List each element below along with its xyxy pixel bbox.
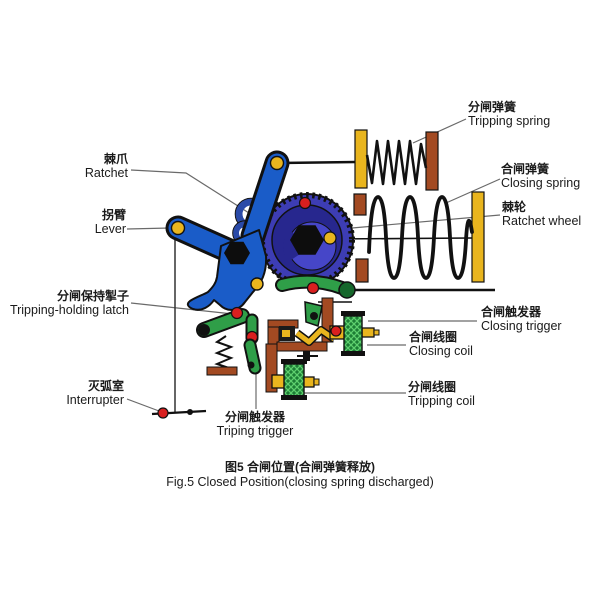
triping-trigger-pivot (247, 361, 255, 369)
label-closing-coil-zh: 合闸线圈 (409, 330, 458, 344)
figure-caption-en: Fig.5 Closed Position(closing spring dis… (166, 475, 434, 489)
label-ratchet: 棘爪 Ratchet (85, 152, 128, 181)
label-closing-trigger-en: Closing trigger (481, 319, 562, 334)
tripping-coil-frame-bar (265, 343, 278, 393)
label-tripping-spring-zh: 分闸弹簧 (468, 100, 517, 114)
label-ratchet-wheel-en: Ratchet wheel (502, 214, 582, 229)
contact-box-slit (282, 330, 290, 337)
leader-tripping-holding-latch (130, 302, 234, 315)
leader-interrupter (126, 398, 160, 412)
closing-spring-left-block-bottom (355, 258, 369, 283)
lever-hex-shaft (224, 241, 250, 265)
label-tripping-spring: 分闸弹簧 Tripping spring (468, 100, 550, 129)
tripping-coil-assembly (265, 343, 320, 400)
label-tripping-coil: 分闸线圈 Tripping coil (408, 380, 475, 409)
ratchet-wheel-gear (259, 192, 355, 288)
label-tripping-coil-zh: 分闸线圈 (408, 380, 457, 394)
label-closing-spring: 合闸弹簧 Closing spring (501, 162, 580, 191)
label-triping-trigger-en: Triping trigger (216, 424, 294, 439)
label-ratchet-wheel-zh: 棘轮 (502, 200, 527, 214)
link-roller (338, 281, 356, 299)
tripping-holding-latch-group (196, 306, 262, 376)
tripping-spring-coil (365, 139, 428, 186)
tripping-spring-left-block (354, 129, 368, 189)
label-ratchet-wheel: 棘轮 Ratchet wheel (502, 200, 581, 229)
label-tripping-holding-latch-en: Tripping-holding latch (9, 303, 129, 318)
closing-coil-winding (343, 315, 363, 353)
label-tripping-holding-latch-zh: 分闸保持掣子 (56, 289, 129, 303)
label-ratchet-en: Ratchet (84, 166, 128, 181)
label-closing-trigger-zh: 合闸触发器 (481, 305, 542, 319)
label-closing-trigger: 合闸触发器 Closing trigger (481, 305, 562, 334)
gear-bottom-link-arm (277, 276, 347, 293)
closing-coil-red-pin (330, 325, 342, 337)
lever-lower-pivot (250, 277, 264, 291)
closing-coil-flange-bottom (341, 351, 365, 356)
label-lever-zh: 拐臂 (101, 208, 126, 222)
closing-spring-right-block (471, 191, 485, 283)
label-interrupter: 灭弧室 Interrupter (66, 379, 124, 408)
figure-caption: 图5 合闸位置(合闸弹簧释放) Fig.5 Closed Position(cl… (0, 458, 600, 489)
tripping-coil-plunger-stub (303, 376, 315, 388)
closing-coil-plunger-tip (373, 329, 380, 336)
leader-ratchet (130, 169, 250, 214)
latch-return-spring (214, 335, 234, 369)
label-interrupter-zh: 灭弧室 (87, 379, 124, 393)
label-closing-coil: 合闸线圈 Closing coil (409, 330, 473, 359)
label-ratchet-zh: 棘爪 (103, 152, 128, 166)
closing-spring-assembly (353, 191, 485, 283)
label-tripping-spring-en: Tripping spring (468, 114, 551, 129)
interrupter-black-pin (187, 409, 193, 415)
lever-left-pivot (170, 220, 186, 236)
label-closing-spring-zh: 合闸弹簧 (501, 162, 550, 176)
label-closing-coil-en: Closing coil (409, 344, 473, 359)
tripping-spring-assembly (354, 129, 439, 191)
leader-lever (126, 227, 171, 230)
closing-spring-left-block-top (353, 193, 367, 216)
interrupter-red-pin (157, 407, 169, 419)
closing-spring-coil (367, 195, 474, 280)
spring-pull-rod (279, 160, 357, 165)
lever-upper-arm (243, 153, 287, 246)
label-triping-trigger-zh: 分闸触发器 (224, 410, 285, 424)
coil-frame-bottom (276, 341, 328, 352)
label-triping-trigger: 分闸触发器 Triping trigger (212, 410, 298, 439)
tripping-coil-winding (283, 363, 305, 397)
tripping-coil-flange-top (281, 359, 307, 364)
label-closing-spring-en: Closing spring (501, 176, 581, 191)
leader-tripping-spring (412, 118, 467, 144)
latch-red-pin (230, 306, 244, 320)
figure-caption-zh: 图5 合闸位置(合闸弹簧释放) (224, 460, 375, 474)
label-lever-en: Lever (94, 222, 126, 237)
spring-seat-pad (206, 366, 238, 376)
leader-closing-spring (445, 178, 501, 204)
gear-shaft-hex (290, 225, 324, 255)
closing-coil-assembly (267, 297, 380, 356)
tripping-coil-plunger-tip (313, 378, 320, 386)
gear-bottom-link (275, 274, 356, 299)
tripping-spring-right-block (425, 131, 439, 191)
lever-assembly (165, 150, 290, 311)
closing-coil-flange-top (341, 311, 365, 316)
leader-lines (126, 118, 501, 412)
lever-top-pivot (269, 155, 285, 171)
closing-coil-plunger-stub (361, 327, 375, 338)
gear-yellow-pin (323, 231, 337, 245)
link-red-pin (306, 281, 320, 295)
label-tripping-coil-en: Tripping coil (408, 394, 475, 409)
closing-trigger-lever (295, 327, 336, 345)
gear-red-pin (298, 196, 312, 210)
trigger-bellcrank-pivot (310, 312, 318, 320)
latch-pivot (198, 324, 210, 336)
interrupter-contact (157, 407, 193, 419)
label-interrupter-en: Interrupter (66, 393, 124, 408)
label-lever: 拐臂 Lever (95, 208, 126, 237)
label-tripping-holding-latch: 分闸保持掣子 Tripping-holding latch (10, 289, 129, 318)
tripping-coil-flange-bottom (281, 395, 307, 400)
